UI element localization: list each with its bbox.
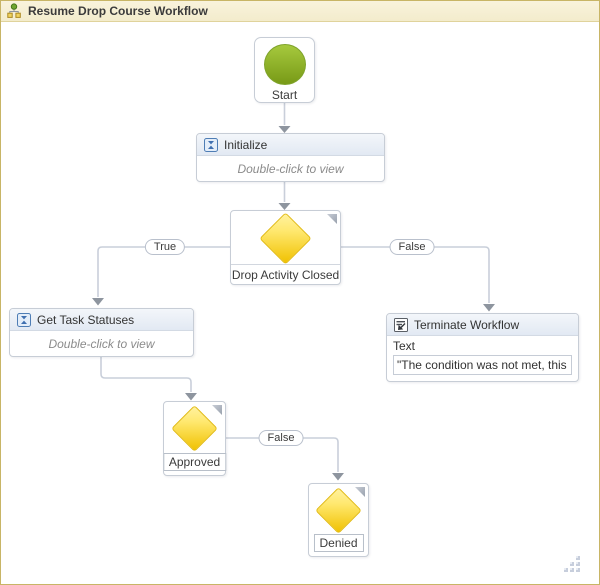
decision-label: Drop Activity Closed [231,264,340,284]
invoke-workflow-icon [17,312,31,327]
decision-diamond-icon [171,404,218,452]
terminate-workflow-body: Text [387,336,578,375]
denied-label: Denied [313,534,364,552]
node-initialize[interactable]: Initialize Double-click to view [196,133,385,182]
collapse-corner-icon[interactable] [212,405,222,415]
resize-grip-icon[interactable] [563,555,581,573]
initialize-title: Initialize [224,137,268,152]
node-approved[interactable]: Approved [162,401,227,476]
node-denied[interactable]: Denied [308,483,369,557]
text-field-label: Text [393,339,416,353]
get-task-statuses-title: Get Task Statuses [37,312,135,327]
connector-label-false-2[interactable]: False [258,430,304,446]
connector-label-false[interactable]: False [389,239,435,255]
connector-label-true[interactable]: True [144,239,186,255]
initialize-header: Initialize [197,134,384,156]
connector-lines [92,103,495,481]
node-start[interactable]: Start [254,37,315,103]
decision-diamond-icon [259,211,312,265]
get-task-statuses-header: Get Task Statuses [10,309,193,331]
invoke-workflow-icon [204,137,218,152]
approved-label: Approved [162,453,227,471]
start-circle-icon [263,44,306,85]
titlebar: Resume Drop Course Workflow [1,1,599,22]
terminate-workflow-icon [394,317,408,332]
start-label: Start [271,88,298,102]
window-title: Resume Drop Course Workflow [28,4,208,18]
terminate-workflow-title: Terminate Workflow [414,317,520,332]
node-get-task-statuses[interactable]: Get Task Statuses Double-click to view [9,308,194,357]
terminate-workflow-header: Terminate Workflow [387,314,578,336]
get-task-statuses-hint: Double-click to view [48,337,155,351]
collapse-corner-icon[interactable] [327,214,337,224]
node-terminate-workflow[interactable]: Terminate Workflow Text [386,313,579,382]
collapse-corner-icon[interactable] [355,487,365,497]
workflow-icon [7,3,21,18]
designer-canvas[interactable]: Start Initialize Double-click to view Dr… [1,22,599,584]
initialize-hint: Double-click to view [237,162,344,176]
decision-diamond-icon [315,486,362,534]
node-drop-activity-closed[interactable]: Drop Activity Closed [230,210,341,285]
terminate-text-input[interactable] [393,355,572,375]
